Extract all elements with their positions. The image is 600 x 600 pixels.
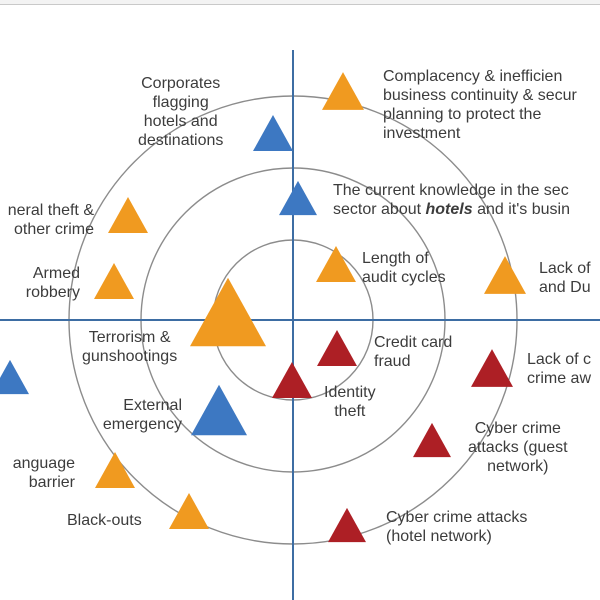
triangle-marker-blackouts (169, 493, 209, 529)
triangle-marker-armed-robbery (94, 263, 134, 299)
label-complacency: Complacency & inefficien business contin… (383, 68, 577, 142)
label-language-barrier: anguage barrier (12, 455, 75, 491)
triangle-marker-terrorism (190, 277, 266, 347)
label-identity-theft: Identity theft (324, 384, 376, 420)
triangle-marker-corporates (253, 115, 293, 151)
label-lack-of-crime: Lack of c crime aw (527, 351, 592, 387)
label-credit-card-fraud: Credit card fraud (374, 334, 453, 370)
label-general-theft: neral theft & other crime (7, 202, 94, 238)
triangle-marker-external-emergency (191, 384, 247, 436)
triangle-marker-cyber-guest (413, 422, 451, 458)
label-audit-cycles: Length of audit cycles (362, 250, 446, 286)
label-black-outs: Black-outs (67, 512, 142, 529)
triangle-marker-complacency (322, 72, 364, 110)
label-external-emergency: External emergency (102, 397, 182, 433)
label-armed-robbery: Armed robbery (25, 265, 80, 301)
triangle-marker-identity-theft (272, 362, 312, 398)
label-corporates: Corporates flagging hotels and destinati… (138, 75, 224, 149)
triangle-marker-general-theft (108, 197, 148, 233)
triangle-marker-left-unlabeled (0, 359, 29, 395)
triangle-marker-lack-of-dd (484, 256, 526, 294)
label-lack-of-dd: Lack of and Du (539, 260, 591, 296)
label-cyber-crime-guest: Cyber crime attacks (guest network) (468, 420, 568, 475)
triangle-marker-audit-cycles (316, 246, 356, 282)
triangle-marker-knowledge (279, 180, 317, 216)
triangle-marker-credit-card (317, 330, 357, 366)
top-frame-border (0, 0, 600, 5)
label-cyber-crime-hotel: Cyber crime attacks (hotel network) (386, 509, 528, 545)
triangle-marker-language (95, 452, 135, 488)
label-current-knowledge: The current knowledge in the sec sector … (333, 182, 570, 218)
triangle-marker-lack-crime (471, 349, 513, 387)
label-terrorism: Terrorism & gunshootings (82, 329, 178, 365)
triangle-marker-cyber-hotel (328, 507, 366, 543)
